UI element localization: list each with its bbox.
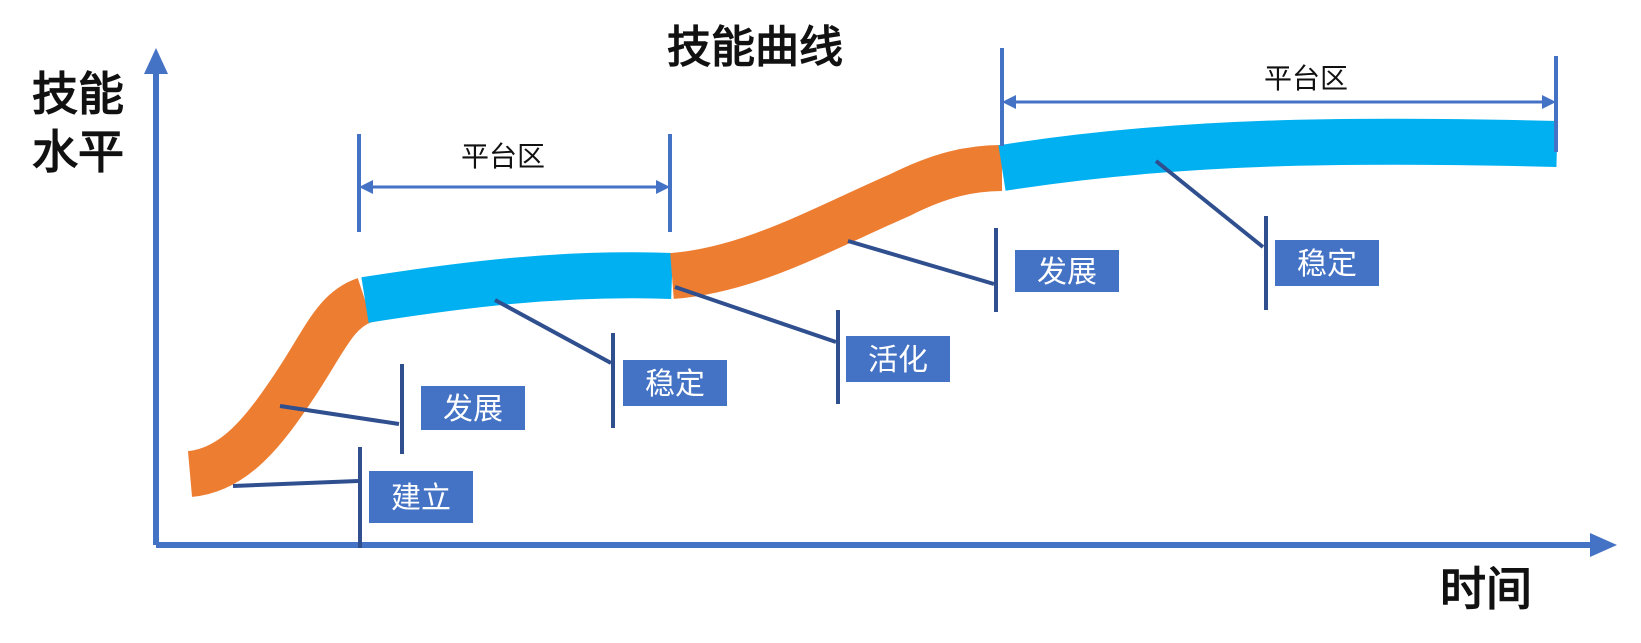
- y-axis-arrow-icon: [144, 48, 168, 74]
- stage-callout-develop-2: 发展: [847, 228, 1119, 312]
- stage-callout-activate-2: 活化: [674, 285, 950, 404]
- stage-callout-stable-2: 稳定: [1154, 159, 1379, 310]
- curve-segment-plateau-1: [361, 252, 673, 323]
- stage-callout-develop-1: 发展: [279, 364, 525, 454]
- plateau-range-1-label: 平台区: [461, 140, 545, 173]
- x-axis-label: 时间: [1440, 562, 1532, 616]
- plateau-range-2-label: 平台区: [1264, 62, 1348, 95]
- stage-label: 稳定: [645, 367, 705, 402]
- stage-label: 发展: [443, 392, 503, 427]
- stage-label-box: [421, 386, 525, 430]
- stage-label: 活化: [868, 343, 928, 378]
- y-axis-label-line2: 水平: [32, 125, 124, 179]
- curve-segment-growth-1: [186, 278, 374, 497]
- stage-label-box: [1015, 250, 1119, 292]
- stage-callout-build-1: 建立: [232, 447, 473, 548]
- diagram-title: 技能曲线: [667, 22, 843, 73]
- stage-leader-line: [279, 404, 400, 426]
- stage-callout-stable-1: 稳定: [494, 298, 727, 428]
- plateau-range-1-right-arrow-icon: [656, 180, 670, 194]
- y-axis-label-line1: 技能: [32, 67, 124, 121]
- stage-leader-line: [232, 479, 359, 488]
- stage-label-box: [369, 471, 473, 523]
- stage-label: 建立: [391, 481, 451, 516]
- x-axis-arrow-icon: [1590, 533, 1617, 557]
- stage-leader-line: [1154, 159, 1265, 249]
- plateau-range-1: 平台区: [357, 134, 672, 232]
- plateau-range-2: 平台区: [1000, 48, 1558, 152]
- curve-segment-growth-2: [669, 145, 1003, 299]
- curve-segment-plateau-2: [998, 118, 1558, 191]
- stage-label: 发展: [1037, 255, 1097, 290]
- stage-label: 稳定: [1297, 247, 1357, 282]
- plateau-range-1-left-arrow-icon: [359, 180, 373, 194]
- stage-label-box: [1275, 240, 1379, 286]
- stage-label-box: [846, 336, 950, 382]
- stage-leader-line: [494, 298, 612, 365]
- plateau-range-2-left-arrow-icon: [1002, 95, 1016, 109]
- stage-leader-line: [847, 239, 995, 286]
- stage-leader-line: [674, 285, 837, 344]
- stage-label-box: [623, 360, 727, 406]
- plateau-range-2-right-arrow-icon: [1542, 95, 1556, 109]
